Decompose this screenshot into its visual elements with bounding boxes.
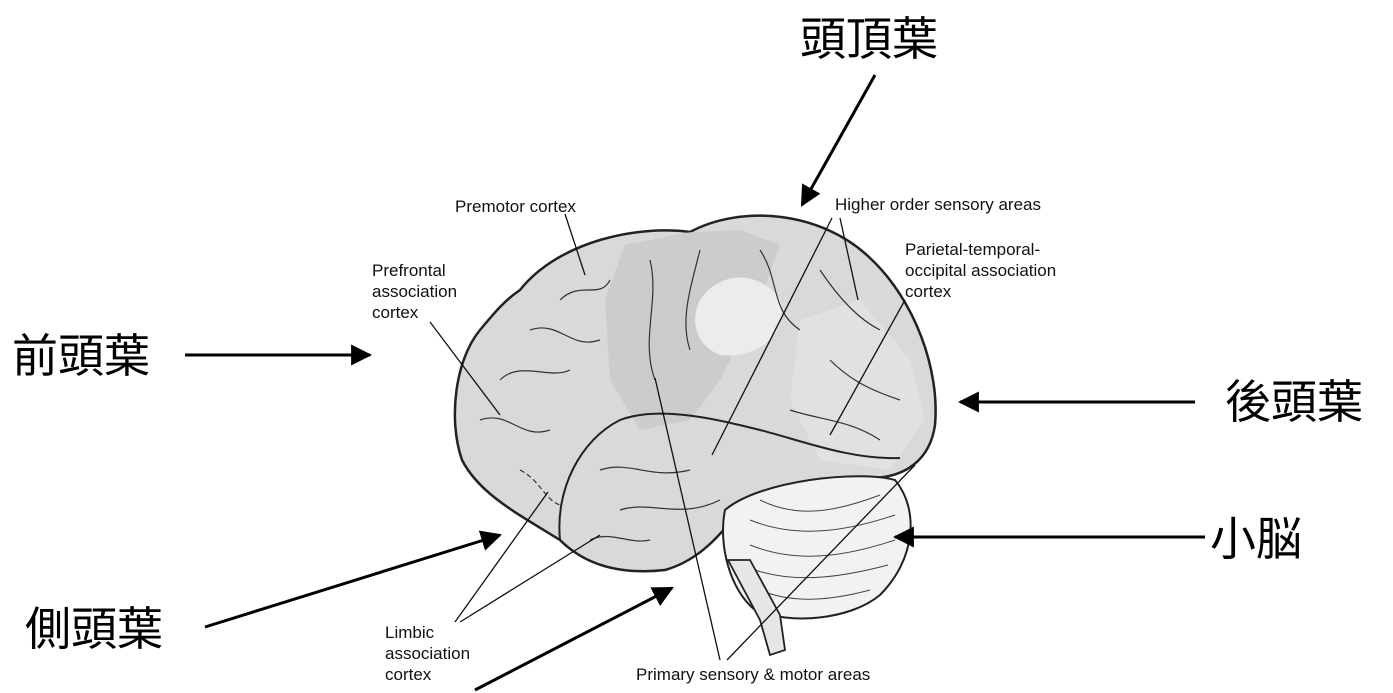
premotor-label: Premotor cortex: [455, 197, 576, 216]
limbic-label-line2: association: [385, 644, 470, 663]
limbic-label-line3: cortex: [385, 665, 432, 684]
frontal-lobe-label: 前頭葉: [12, 329, 150, 383]
pto-label-line2: occipital association: [905, 261, 1056, 280]
cerebellum-label: 小脳: [1210, 512, 1302, 566]
occipital-lobe-label: 後頭葉: [1225, 375, 1363, 429]
pto-label-line3: cortex: [905, 282, 952, 301]
parietal-lobe-label: 頭頂葉: [800, 12, 938, 66]
prefrontal-label-line1: Prefrontal: [372, 261, 446, 280]
prefrontal-label-line2: association: [372, 282, 457, 301]
pto-label-line1: Parietal-temporal-: [905, 240, 1040, 259]
primary-label: Primary sensory & motor areas: [636, 665, 870, 684]
limbic-label-line1: Limbic: [385, 623, 435, 642]
temporal-lobe-label: 側頭葉: [25, 602, 163, 656]
prefrontal-label-line3: cortex: [372, 303, 419, 322]
higher-order-label: Higher order sensory areas: [835, 195, 1041, 214]
